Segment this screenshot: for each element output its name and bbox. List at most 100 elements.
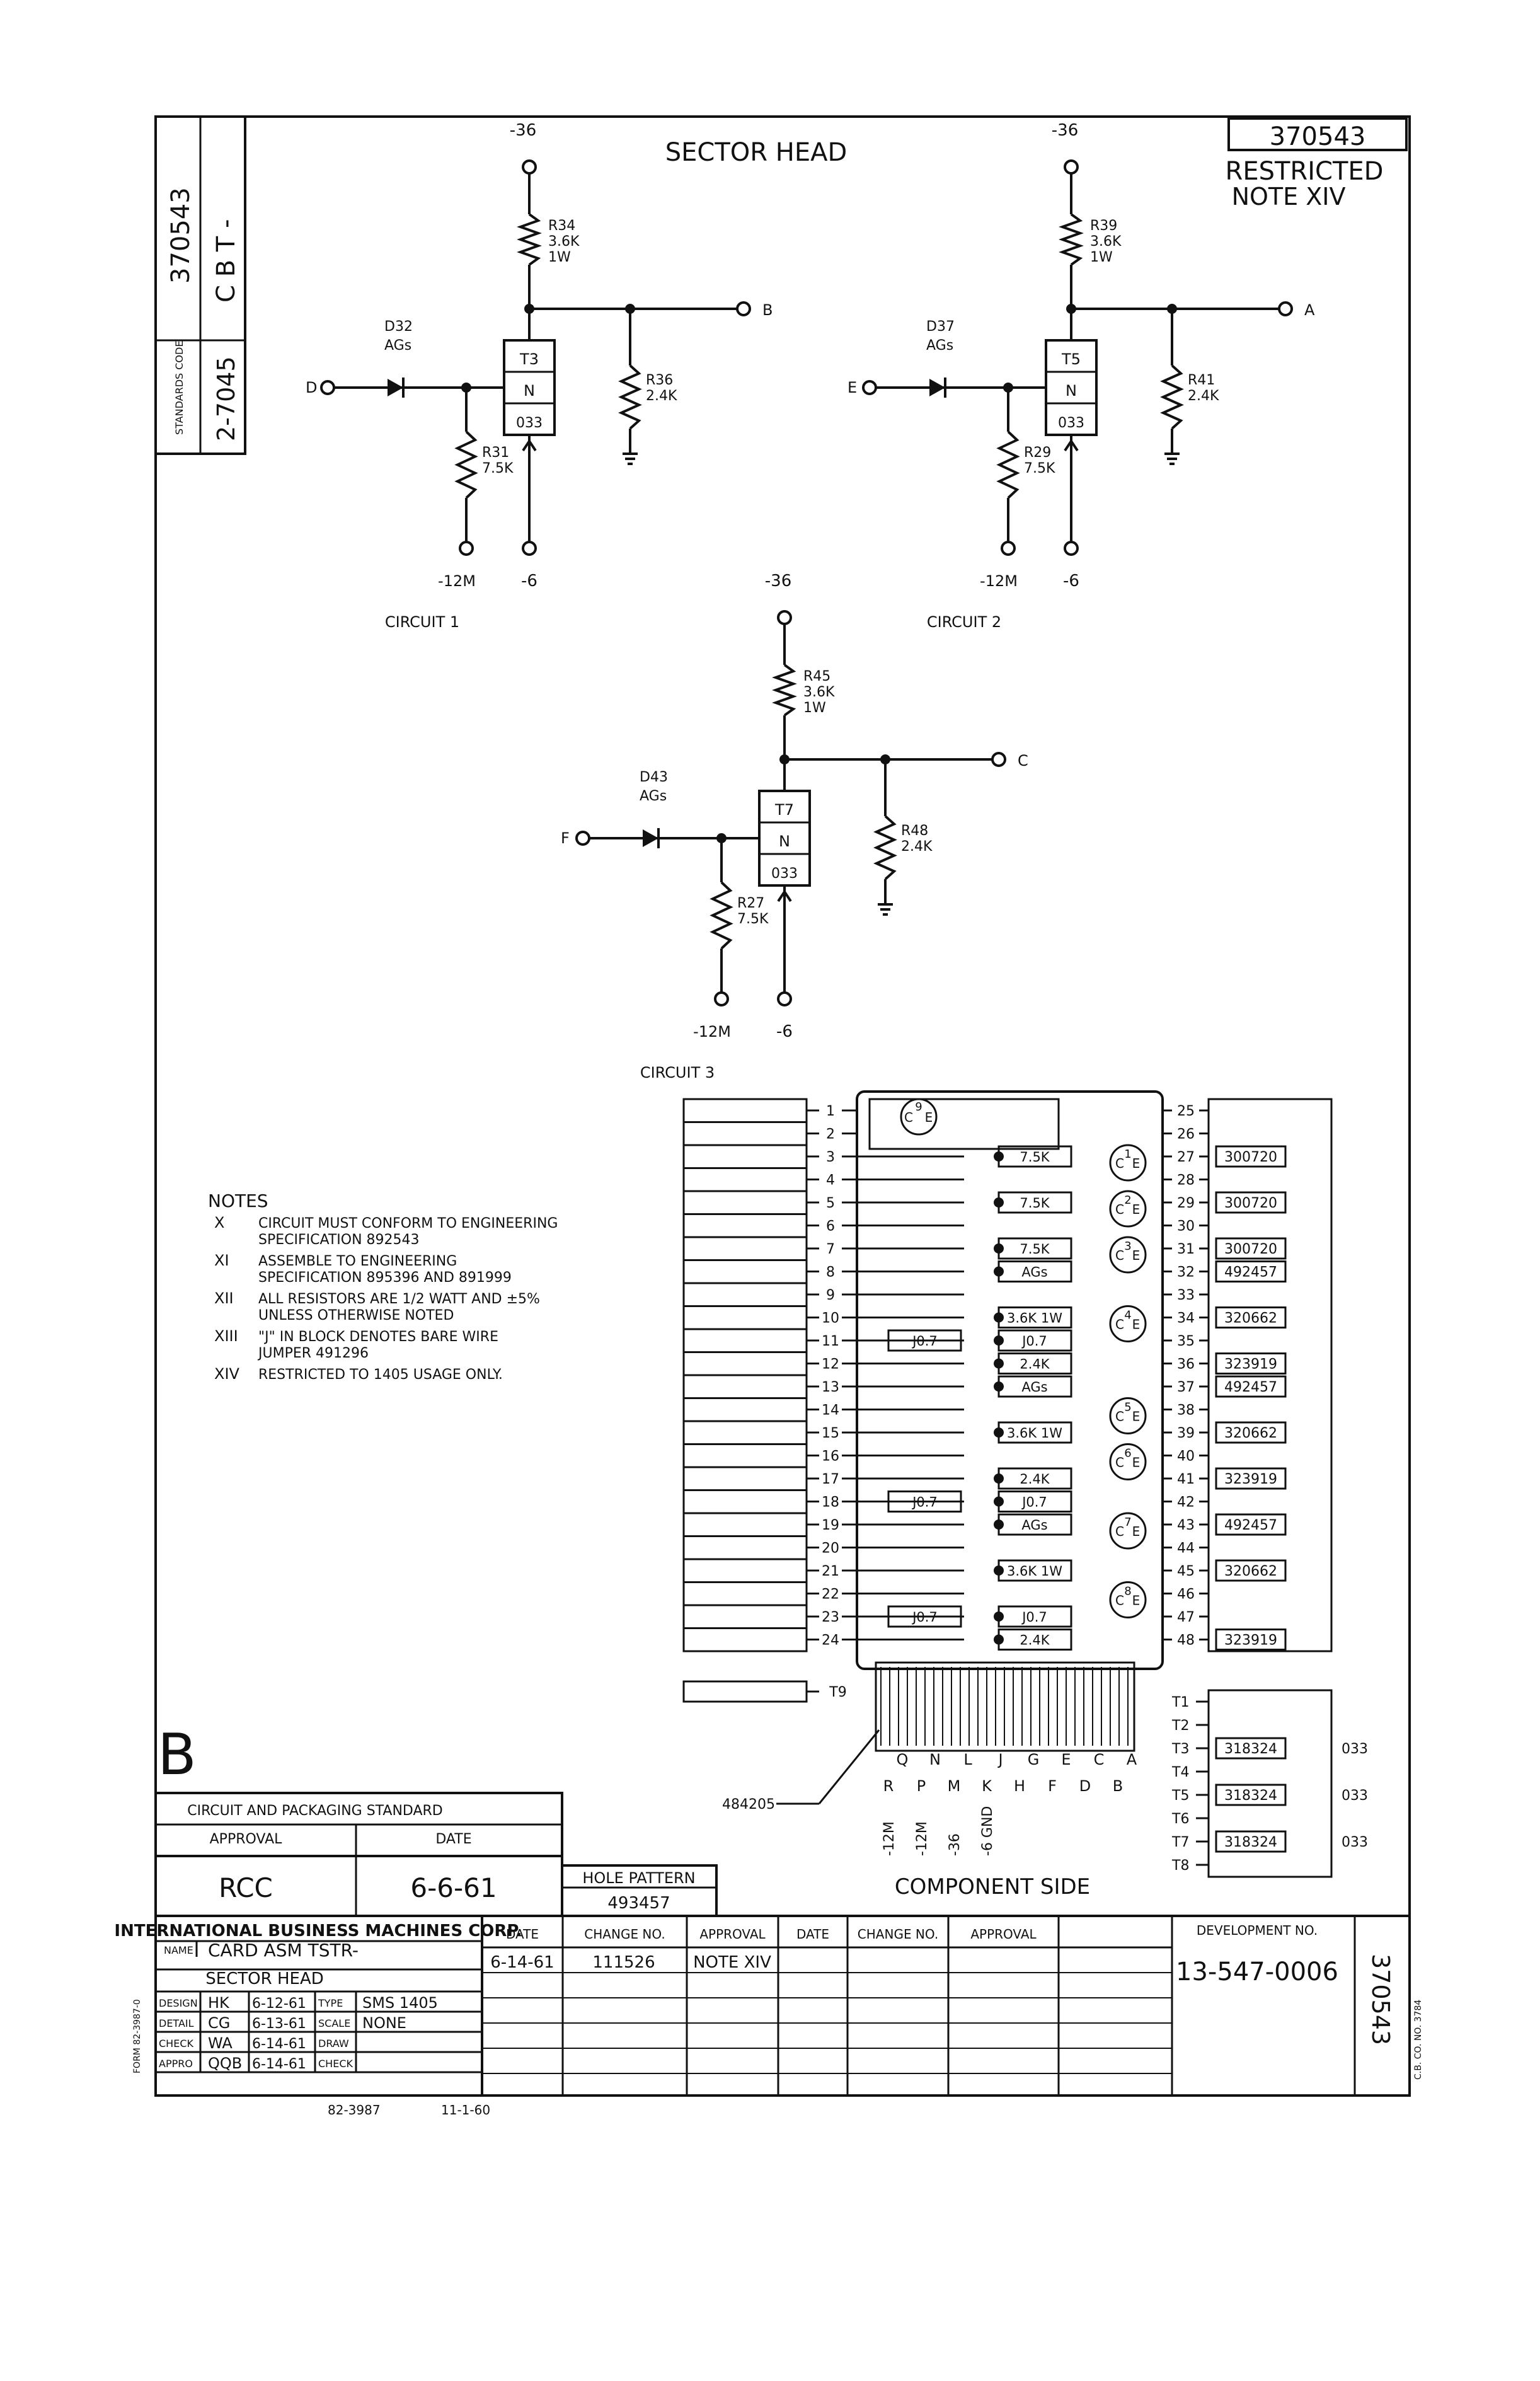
left-pad	[682, 1236, 808, 1261]
left-pad	[682, 1144, 808, 1169]
part-box	[1215, 1237, 1287, 1260]
trace-dot	[994, 1519, 1004, 1530]
doc-number-box: 370543 RESTRICTED NOTE XIV	[1226, 117, 1408, 210]
signoff-initials: CG	[208, 2014, 230, 2032]
notes-heading: NOTES	[208, 1190, 268, 1211]
collector-mark: C	[1115, 1248, 1124, 1263]
part-box	[1215, 1467, 1287, 1490]
t-part-code: 033	[1342, 1835, 1368, 1850]
tab-letter-bottom: H	[1014, 1777, 1025, 1795]
left-pin-number: 11	[822, 1334, 839, 1349]
transistor-code: 033	[1058, 415, 1084, 431]
tab-letter-top: L	[963, 1751, 972, 1768]
side-cbt: C B T -	[212, 219, 241, 303]
part-box	[1215, 1513, 1287, 1536]
transistor-outline-top	[900, 1098, 938, 1136]
diode-type: AGs	[640, 788, 667, 804]
transistor-outline	[1109, 1581, 1147, 1618]
input-terminal	[575, 831, 590, 846]
right-pin-number: 34	[1177, 1311, 1195, 1327]
r-base-value: 7.5K	[737, 911, 769, 927]
diode-name: D43	[640, 770, 668, 785]
left-pin-number: 19	[822, 1518, 839, 1533]
note-text: RESTRICTED TO 1405 USAGE ONLY.	[258, 1367, 503, 1383]
approval-label: APPROVAL	[210, 1831, 282, 1847]
r-out-name: R48	[901, 823, 928, 839]
part-number: 323919	[1224, 1357, 1277, 1373]
r-out	[618, 364, 642, 430]
tab-letter-top: E	[1061, 1751, 1071, 1768]
tab-letter-bottom: K	[982, 1777, 992, 1795]
standards-box: 370543 C B T - STANDARDS CODE 2-7045	[154, 115, 246, 455]
jumper-label: J0.7	[911, 1495, 938, 1510]
input-label: D	[306, 379, 317, 396]
collector-mark: C	[1115, 1455, 1124, 1470]
right-pin-number: 30	[1177, 1219, 1195, 1235]
diode-name: D32	[384, 319, 413, 335]
transistor-name: T3	[519, 350, 539, 368]
part-box	[1215, 1421, 1287, 1444]
standards-code-label: STANDARDS CODE	[173, 341, 185, 435]
note-text: CIRCUIT MUST CONFORM TO ENGINEERING	[258, 1216, 558, 1231]
transistor-outline	[1109, 1144, 1147, 1182]
tab-letter-top: J	[997, 1751, 1003, 1768]
diode-type: AGs	[384, 338, 411, 354]
signoff-field-label: SCALE	[318, 2017, 350, 2029]
trace-dot	[994, 1197, 1004, 1208]
signoff-field-label: DRAW	[318, 2038, 349, 2050]
hole-pattern-label: HOLE PATTERN	[582, 1869, 695, 1887]
left-pad	[682, 1627, 808, 1652]
trace-dot	[994, 1151, 1004, 1162]
approval-date: 6-6-61	[410, 1872, 497, 1903]
tab-letter-top: C	[1094, 1751, 1105, 1768]
r-top-watt: 1W	[548, 250, 571, 265]
left-pad	[682, 1489, 808, 1514]
form-number: 82-3987	[328, 2102, 381, 2118]
emitter-mark: E	[1132, 1409, 1141, 1424]
inner-part-label: 7.5K	[1020, 1196, 1050, 1211]
emitter-arrow	[522, 439, 537, 452]
r-top-value: 3.6K	[1090, 234, 1122, 250]
signoff-initials: QQB	[208, 2055, 242, 2072]
tab-letter-bottom: F	[1048, 1777, 1057, 1795]
inner-part-label: 7.5K	[1020, 1242, 1050, 1257]
transistor-box	[503, 339, 556, 436]
t-part-number: 318324	[1224, 1741, 1277, 1757]
right-pin-number: 31	[1177, 1242, 1195, 1257]
jumper-label: J0.7	[911, 1610, 938, 1625]
part-box	[1215, 1191, 1287, 1214]
right-pin-number: 33	[1177, 1288, 1195, 1303]
diode-name: D37	[926, 319, 955, 335]
trace-dot	[994, 1358, 1004, 1369]
r-base	[996, 430, 1020, 499]
right-pad-column	[1207, 1098, 1333, 1652]
connector-part-number: 484205	[722, 1797, 775, 1813]
output-terminal	[736, 301, 751, 316]
emitter-arrow	[777, 889, 792, 902]
signoff-date: 6-14-61	[252, 2056, 306, 2072]
right-pin-number: 37	[1177, 1380, 1195, 1395]
r-base-name: R27	[737, 896, 764, 911]
revision-letter: B	[158, 1722, 197, 1788]
inner-part-label: 7.5K	[1020, 1150, 1050, 1165]
signoff-field-value: SMS 1405	[362, 1994, 438, 2012]
signoff-date: 6-14-61	[252, 2036, 306, 2052]
diode-type: AGs	[926, 338, 953, 354]
transistor-outline	[1109, 1305, 1147, 1342]
left-pin-number: 18	[822, 1495, 839, 1511]
card-body	[856, 1090, 1164, 1670]
tab-letter-top: Q	[897, 1751, 909, 1768]
left-pin-number: 20	[822, 1541, 839, 1557]
signoff-initials: HK	[208, 1994, 230, 2012]
left-pin-number: 22	[822, 1587, 839, 1603]
part-number: 300720	[1224, 1242, 1277, 1257]
circuit-3: -36R453.6K1WCR482.4KT7N033-6FD43AGsR277.…	[561, 572, 1028, 1081]
left-pad	[682, 1098, 808, 1123]
jumper-box	[887, 1329, 962, 1352]
change-header: DATE	[796, 1927, 829, 1942]
side-print-right: C.B. CO. NO. 3784	[1413, 2000, 1423, 2080]
side-doc-number: 370543	[166, 187, 195, 284]
tab-letter-top: N	[929, 1751, 941, 1768]
r-top	[772, 664, 797, 717]
